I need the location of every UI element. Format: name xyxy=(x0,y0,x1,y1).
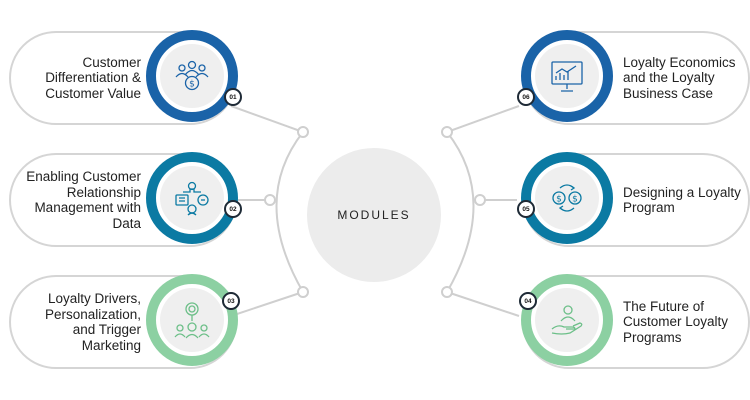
svg-text:$: $ xyxy=(556,195,562,205)
module-06-title: Loyalty Economics and the Loyalty Busine… xyxy=(623,54,736,101)
module-02-icon-ring: 02 xyxy=(146,152,242,244)
module-card-04[interactable]: 04 The Future of Customer Loyalty Progra… xyxy=(519,274,750,369)
modules-hub: MODULES xyxy=(307,148,441,282)
module-card-02[interactable]: Enabling Customer Relationship Managemen… xyxy=(9,152,242,247)
module-03-icon-ring: 03 xyxy=(146,274,240,366)
svg-text:$: $ xyxy=(572,195,578,205)
module-06-badge: 06 xyxy=(517,88,535,106)
module-04-icon-ring: 04 xyxy=(519,274,613,366)
module-01-badge: 01 xyxy=(224,88,242,106)
module-01-title: Customer Differentiation & Customer Valu… xyxy=(45,54,141,101)
module-card-03[interactable]: Loyalty Drivers, Personalization, and Tr… xyxy=(9,274,240,369)
target-team-icon xyxy=(174,302,210,339)
module-05-badge: 05 xyxy=(517,200,535,218)
currency-exchange-icon: $ $ xyxy=(552,184,582,212)
module-02-title: Enabling Customer Relationship Managemen… xyxy=(26,169,141,231)
module-02-badge: 02 xyxy=(224,200,242,218)
svg-text:$: $ xyxy=(189,80,195,90)
module-03-badge: 03 xyxy=(222,292,240,310)
crm-data-icon xyxy=(175,181,209,216)
modules-hub-label: MODULES xyxy=(337,208,411,222)
module-06-icon-ring: 06 xyxy=(517,30,613,122)
module-04-badge: 04 xyxy=(519,292,537,310)
module-card-06[interactable]: 06 Loyalty Economics and the Loyalty Bus… xyxy=(517,30,750,125)
module-card-01[interactable]: Customer Differentiation & Customer Valu… xyxy=(9,30,242,125)
module-01-icon-ring: $ 01 xyxy=(146,30,242,122)
module-card-05[interactable]: $ $ 05 Designing a Loyalty Program xyxy=(517,152,750,247)
hand-person-icon xyxy=(551,305,583,335)
module-03-title: Loyalty Drivers, Personalization, and Tr… xyxy=(44,291,141,353)
module-05-title: Designing a Loyalty Program xyxy=(623,184,741,216)
people-money-icon: $ xyxy=(175,60,209,91)
presentation-chart-icon xyxy=(551,61,583,92)
module-04-title: The Future of Customer Loyalty Programs xyxy=(623,298,729,345)
module-05-icon-ring: $ $ 05 xyxy=(517,152,613,244)
